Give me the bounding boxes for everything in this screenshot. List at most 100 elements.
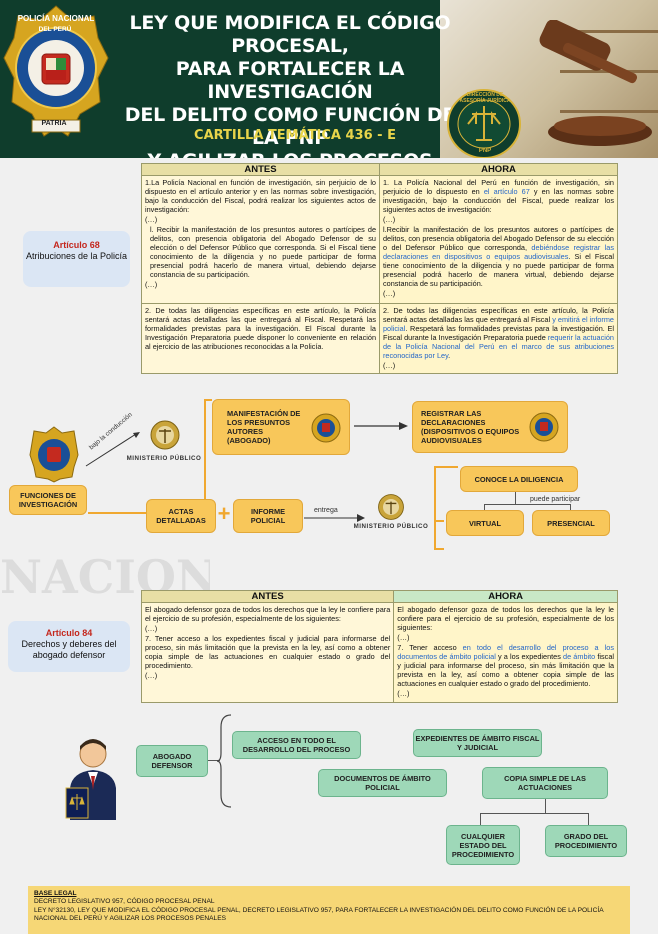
connector-line xyxy=(570,504,571,510)
text: . xyxy=(448,351,451,360)
funciones-investigacion-box: FUNCIONES DE INVESTIGACIÓN xyxy=(9,485,87,515)
header-banner: POLICÍA NACIONAL DEL PERÚ PATRIA LEY QUE… xyxy=(0,0,658,158)
registrar-box: REGISTRAR LAS DECLARACIONES (DISPOSITIVO… xyxy=(412,401,568,453)
expedientes-box: EXPEDIENTES DE ÁMBITO FISCAL Y JUDICIAL xyxy=(413,729,542,757)
informe-policial-box: INFORME POLICIAL xyxy=(233,499,303,533)
row1-antes: 1.La Policía Nacional en función de inve… xyxy=(141,175,380,304)
row2-ahora: 2. De todas las diligencias específicas … xyxy=(379,303,618,374)
registrar-label: REGISTRAR LAS DECLARACIONES (DISPOSITIVO… xyxy=(421,409,520,445)
highlight-text: de ámbito xyxy=(563,652,596,661)
paragraph: El abogado defensor goza de todos los de… xyxy=(145,605,391,623)
pnp-emblem-icon xyxy=(311,413,341,443)
footer-line: DECRETO LEGISLATIVO 957, CÓDIGO PROCESAL… xyxy=(34,898,215,906)
plus-sign: + xyxy=(217,501,231,526)
paragraph: (…) xyxy=(145,280,158,289)
connector-line xyxy=(204,399,206,517)
article-description: Derechos y deberes del abogado defensor xyxy=(21,639,117,660)
ministerio-publico-icon xyxy=(378,494,404,520)
arrow-right-icon xyxy=(354,422,408,430)
paragraph: El abogado defensor goza de todos los de… xyxy=(397,605,614,632)
highlight-text: requerir la actuación de la Policía Naci… xyxy=(383,333,614,360)
footer-title: BASE LEGAL xyxy=(34,890,77,897)
connector-line xyxy=(515,492,516,504)
col-ahora: AHORA xyxy=(379,163,618,176)
pnp-emblem-icon xyxy=(29,426,79,483)
row-antes: El abogado defensor goza de todos los de… xyxy=(140,602,395,703)
col-antes: ANTES xyxy=(140,590,395,603)
badge-bottom-text: PATRIA xyxy=(41,120,67,127)
paragraph: l.Recibir la manifestación de los presun… xyxy=(383,225,614,288)
col-ahora: AHORA xyxy=(393,590,618,603)
connector-line xyxy=(484,504,570,505)
footer-line: LEY N°32130, LEY QUE MODIFICA EL CÓDIGO … xyxy=(34,906,604,923)
paragraph: l. Recibir la manifestación de los presu… xyxy=(150,225,376,279)
puede-participar-label: puede participar xyxy=(530,496,581,503)
paragraph: 1. La Policía Nacional del Perú en funci… xyxy=(383,178,614,214)
highlight-text: el artículo 67 xyxy=(483,187,530,196)
pnp-emblem-icon xyxy=(529,412,559,442)
ministerio-publico-label: MINISTERIO PÚBLICO xyxy=(126,455,202,462)
badge-top-text: POLICÍA NACIONAL xyxy=(17,14,95,23)
paragraph: (…) xyxy=(145,671,158,680)
lawyer-icon xyxy=(65,739,116,820)
article-84-card: Artículo 84 Derechos y deberes del aboga… xyxy=(8,621,130,672)
brace-icon xyxy=(216,714,232,808)
highlight-text: debiéndose registrar las declaraciones e… xyxy=(383,243,614,261)
seal-text: DIRECCIÓN DE ASESORÍA JURÍDICA xyxy=(459,92,511,104)
virtual-box: VIRTUAL xyxy=(446,510,524,536)
comparison-table-art84: ANTES AHORA El abogado defensor goza de … xyxy=(140,590,618,703)
connector-line xyxy=(484,504,485,510)
text: 2. De todas las diligencias específicas … xyxy=(383,306,614,324)
paragraph: (…) xyxy=(397,689,410,698)
arrow-right-icon xyxy=(304,514,365,522)
paragraph: (…) xyxy=(145,624,158,633)
presencial-box: PRESENCIAL xyxy=(532,510,610,536)
paragraph: 2. De todas las diligencias específicas … xyxy=(145,306,376,351)
text: 1. La Policía Nacional del Perú en funci… xyxy=(383,178,614,196)
paragraph: (…) xyxy=(397,633,410,642)
abogado-defensor-box: ABOGADO DEFENSOR xyxy=(136,745,208,777)
row1-ahora: 1. La Policía Nacional del Perú en funci… xyxy=(379,175,618,304)
text: 7. Tener acceso xyxy=(397,643,463,652)
documentos-box: DOCUMENTOS DE ÁMBITO POLICIAL xyxy=(318,769,447,797)
gavel-icon xyxy=(539,20,652,146)
conoce-diligencia-box: CONOCE LA DILIGENCIA xyxy=(460,466,578,492)
article-description: Atribuciones de la Policía xyxy=(25,251,128,261)
ministerio-publico-icon xyxy=(150,420,180,450)
pnp-badge-icon xyxy=(3,5,109,137)
entrega-label: entrega xyxy=(314,507,338,514)
col-antes: ANTES xyxy=(141,163,380,176)
paragraph: (…) xyxy=(383,215,396,224)
paragraph: (…) xyxy=(383,361,396,370)
row-ahora: El abogado defensor goza de todos los de… xyxy=(393,602,618,703)
connector-line xyxy=(434,466,436,550)
shelf xyxy=(560,30,658,33)
connector-line xyxy=(480,813,588,814)
title-line: PARA FORTALECER LA INVESTIGACIÓN xyxy=(175,58,405,103)
title-line: LEY QUE MODIFICA EL CÓDIGO PROCESAL, xyxy=(129,12,451,57)
paragraph: 7. Tener acceso a los expedientes fiscal… xyxy=(145,634,391,670)
shelf xyxy=(560,110,658,113)
connector-line xyxy=(545,799,546,813)
title-line: DEL DELITO COMO FUNCIÓN DE LA PNP xyxy=(124,104,456,149)
legal-seal-icon xyxy=(447,89,521,158)
paragraph: 1.La Policía Nacional en función de inve… xyxy=(145,178,376,214)
grado-procedimiento-box: GRADO DEL PROCEDIMIENTO xyxy=(545,825,627,857)
paragraph: 2. De todas las diligencias específicas … xyxy=(383,306,614,360)
connector-line xyxy=(434,466,458,468)
text: l.Recibir la manifestación de los presun… xyxy=(383,225,614,252)
copia-simple-box: COPIA SIMPLE DE LAS ACTUACIONES xyxy=(482,767,608,799)
paragraph: (…) xyxy=(145,215,158,224)
paragraph: 7. Tener acceso en todo el desarrollo de… xyxy=(397,643,614,688)
highlight-text: y emitirá el informe policial xyxy=(383,315,614,333)
connector-line xyxy=(208,760,220,761)
badge-mid-text: DEL PERÚ xyxy=(38,26,72,33)
article-68-card: Artículo 68 Atribuciones de la Policía xyxy=(23,231,130,287)
actas-detalladas-box: ACTAS DETALLADAS xyxy=(146,499,216,533)
ministerio-publico-label: MINISTERIO PÚBLICO xyxy=(353,523,429,530)
text: y en las normas sobre investigación, baj… xyxy=(383,187,614,214)
connector-line xyxy=(480,813,481,825)
connector-line xyxy=(434,520,444,522)
acceso-box: ACCESO EN TODO EL DESARROLLO DEL PROCESO xyxy=(232,731,361,759)
text: y a los expedientes xyxy=(495,652,564,661)
